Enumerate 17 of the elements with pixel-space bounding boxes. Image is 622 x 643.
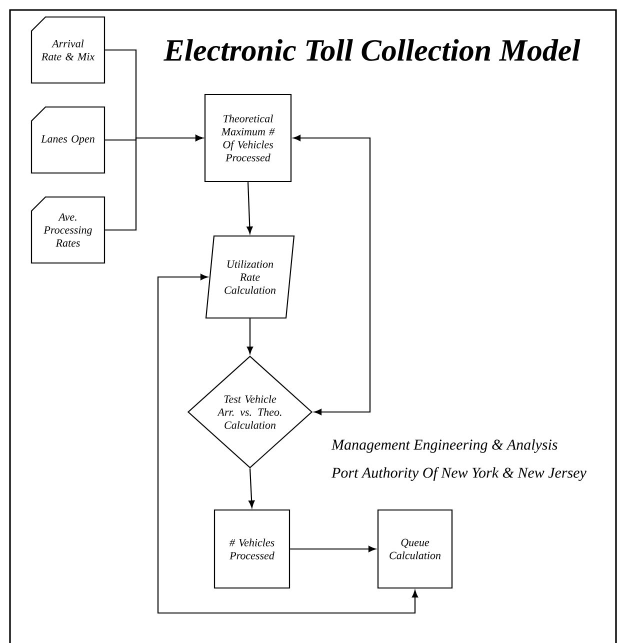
input-card: Arrival Rate & Mix: [30, 16, 106, 84]
process-box: Theoretical Maximum # Of Vehicles Processed: [204, 94, 292, 182]
arrow: [246, 318, 254, 354]
arrow: [248, 468, 255, 508]
arrow: [290, 546, 376, 552]
process-box: Queue Calculation: [377, 509, 453, 589]
arrow: [246, 182, 253, 234]
note-text: Port Authority Of New York & New Jersey: [331, 467, 586, 481]
data-parallelogram: Utilization Rate Calculation: [205, 235, 295, 319]
arrow: [105, 134, 203, 231]
title: Electronic Toll Collection Model: [164, 39, 580, 61]
arrow: [293, 134, 371, 416]
input-card: Ave. Processing Rates: [30, 196, 106, 264]
arrow: [157, 274, 418, 614]
process-box: # Vehicles Processed: [214, 509, 290, 589]
note-text: Management Engineering & Analysis: [331, 439, 558, 453]
input-card: Lanes Open: [30, 106, 106, 174]
